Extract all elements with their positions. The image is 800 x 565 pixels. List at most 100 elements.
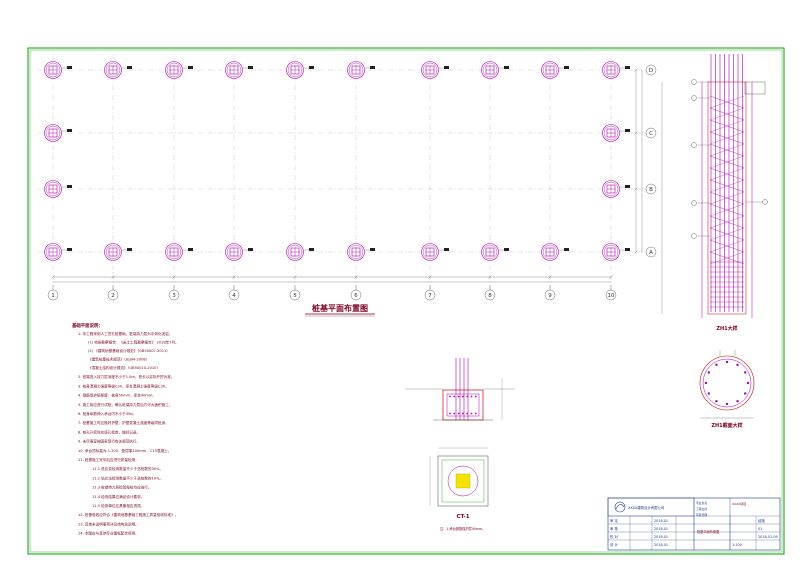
notes-heading: 基础平面说明：: [72, 322, 103, 329]
axis-label-9: 9: [548, 293, 552, 299]
pile-9-A: [541, 243, 569, 261]
pile-shaft-inner: [348, 244, 364, 260]
pile-2-A: [104, 243, 132, 261]
signoff-date-1: 2018.01: [654, 527, 668, 531]
section-rebar: [743, 392, 747, 395]
zh1-elevation-detail: [661, 54, 768, 318]
pile-shaft-circle: [421, 61, 439, 79]
pile-5-A: [286, 243, 314, 261]
note-line-20: 12. 桩基验收应符合《建筑地基基础工程施工质量验收标准》。: [78, 512, 178, 517]
dimension-tick: [609, 275, 613, 279]
axis-label-7: 7: [428, 293, 432, 299]
company-logo-mark: [615, 504, 625, 510]
axis-label-B: B: [649, 187, 653, 193]
pile-shaft-circle: [347, 243, 365, 261]
axis-label-A: A: [649, 250, 653, 256]
project-name: XXXX项目: [732, 502, 746, 506]
signoff-role-0: 审 定: [610, 518, 618, 523]
axis-label-2: 2: [111, 293, 115, 299]
pile-shaft-circle: [421, 243, 439, 261]
pile-shaft-inner: [105, 244, 121, 260]
pile-tag-mark: [127, 66, 132, 69]
sheet-inner-border: [29, 49, 783, 553]
spiral-stirrup: [709, 179, 745, 193]
cap-top-bar: [449, 395, 451, 398]
pile-tag-mark: [248, 248, 253, 251]
pile-10-D: [602, 61, 630, 79]
dimension-tick: [634, 68, 638, 72]
axis-label-D: D: [649, 68, 653, 74]
note-line-4: 《混凝土结构设计规范》（GB50010-2010）: [88, 365, 160, 370]
dimension-tick: [548, 275, 552, 279]
section-spiral: [702, 358, 752, 408]
axis-label-3: 3: [172, 293, 176, 299]
spiral-stirrup: [709, 191, 745, 205]
pile-shaft-circle: [165, 243, 183, 261]
pile-6-A: [347, 243, 375, 261]
foundation-notes: 基础平面说明： 1. 本工程采用人工挖孔桩基础，桩端持力层为中风化泥岩。(1) …: [72, 322, 179, 536]
axis-bubble-7: [424, 289, 436, 301]
spiral-stirrup: [709, 131, 745, 145]
section-rebar: [746, 381, 750, 385]
pile-7-A: [421, 243, 449, 261]
cap-bottom-bar: [466, 412, 469, 415]
pile-shaft-inner: [422, 244, 438, 260]
section-rebar: [715, 399, 718, 403]
pile-tag-mark: [444, 66, 449, 69]
pile-shaft-circle: [347, 61, 365, 79]
spiral-stirrup: [709, 215, 745, 229]
axis-label-6: 6: [354, 293, 358, 299]
sheet-label: 结施: [758, 518, 765, 523]
note-line-17: 11.3 桩端持力层检验每桩均应进行。: [92, 485, 151, 490]
pile-shaft-circle: [286, 61, 304, 79]
pile-shaft-inner: [45, 181, 61, 197]
callout-right-bubble: [762, 199, 768, 205]
cap-bottom-bar: [453, 412, 456, 415]
callout-5-bubble: [691, 233, 697, 239]
pile-shaft-circle: [481, 243, 499, 261]
note-line-8: 5. 施工前应进行试桩，确认桩端持力层后方可大面积施工。: [78, 402, 172, 407]
cap-bottom-bar: [457, 412, 460, 415]
cap-plan-inner: [441, 459, 485, 503]
pile-shaft-circle: [44, 243, 62, 261]
dimension-tick: [293, 275, 297, 279]
sheet-outer-border: [27, 47, 785, 555]
pile-shaft-circle: [541, 61, 559, 79]
pile-shaft-inner: [226, 244, 242, 260]
note-line-22: 14. 本图应与其他专业图纸配合使用。: [78, 531, 139, 536]
section-rebar: [725, 360, 729, 364]
pile-shaft-circle: [104, 61, 122, 79]
pile-shaft-inner: [603, 244, 619, 260]
pile-shaft-inner: [45, 62, 61, 78]
title-row-label-1: 工程主持: [696, 507, 707, 511]
callout-1-bubble: [691, 79, 697, 85]
pile-8-A: [481, 243, 509, 261]
pile-shaft-circle: [225, 243, 243, 261]
pile-shaft-inner: [45, 244, 61, 260]
dimension-tick: [172, 275, 176, 279]
section-rebar: [715, 363, 718, 367]
note-line-14: 11. 桩基施工完毕后应进行质量检测：: [78, 457, 139, 462]
spiral-stirrup: [709, 107, 745, 121]
axis-label-C: C: [649, 131, 653, 137]
callout-2-bubble: [691, 95, 697, 101]
cap-title: CT-1: [456, 514, 469, 520]
section-rebar: [704, 381, 708, 385]
pile-9-D: [541, 61, 569, 79]
sheet-number: 01: [758, 527, 762, 531]
pile-shaft-circle: [44, 180, 62, 198]
pile-tag-mark: [625, 185, 630, 188]
pile-shaft-inner: [105, 62, 121, 78]
note-line-15: 11.1 低应变检测数量不少于总桩数的30%。: [92, 466, 163, 471]
pile-3-D: [165, 61, 193, 79]
dimension-tick: [354, 275, 358, 279]
note-line-10: 7. 桩基施工时应做好护壁，护壁混凝土强度等级同桩身。: [78, 420, 169, 425]
pile-shaft-inner: [422, 62, 438, 78]
pile-5-D: [286, 61, 314, 79]
pile-shaft-circle: [225, 61, 243, 79]
pile-shaft-circle: [286, 243, 304, 261]
note-line-7: 4. 钢筋保护层厚度：桩身50mm，承台40mm。: [78, 393, 156, 398]
pile-tag-mark: [625, 66, 630, 69]
axis-bubble-10: [605, 289, 617, 301]
